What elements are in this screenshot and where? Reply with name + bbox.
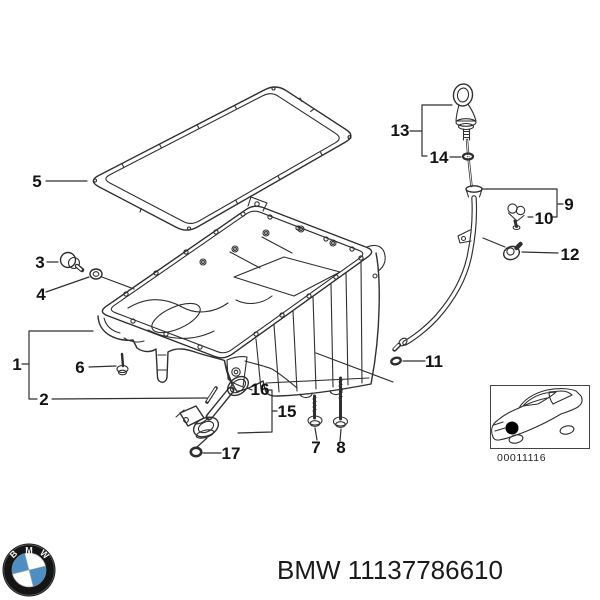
callout-14: 14 [430,148,449,167]
callout-8: 8 [336,438,345,457]
callout-6: 6 [75,358,84,377]
logo-letter-b: B [8,548,20,560]
callout-13: 13 [391,121,410,140]
bolt-7-part [307,394,323,427]
callout-labels: 1 2 3 4 5 6 7 8 9 10 11 12 13 14 15 16 1… [12,121,579,463]
logo-letter-m: M [25,546,33,556]
clip-part [507,203,526,231]
car-thumbnail-box: 00011116 [490,385,590,464]
callout-1: 1 [12,355,21,374]
callout-7: 7 [311,438,320,457]
callout-11: 11 [425,352,443,371]
part-number-text: BMW 11137786610 [277,555,503,585]
location-dot [505,421,519,435]
tube-bolt-part [502,241,523,261]
callout-3: 3 [35,253,44,272]
callout-12: 12 [561,245,580,264]
callout-10: 10 [535,209,554,228]
gasket-part [92,86,352,231]
callout-5: 5 [32,172,41,191]
bmw-logo: B M W [2,543,56,597]
dipstick-oring-part [461,152,475,161]
callout-17: 17 [222,444,241,463]
diagram-code: 00011116 [497,452,546,464]
screw-part [116,352,129,376]
callout-2: 2 [39,390,48,409]
oil-pan-part [97,196,386,399]
callout-4: 4 [36,285,46,304]
leader-lines [21,104,564,454]
seal-washer-part [89,268,103,280]
callout-9: 9 [564,195,573,214]
oil-pickup-part [175,386,235,439]
drain-plug-part [59,251,85,273]
callout-15: 15 [278,402,297,421]
tube-oring-part [390,356,402,366]
car-silhouette [491,388,583,444]
pickup-washer-part [189,446,203,458]
dipstick-part [452,83,477,188]
callout-16: 16 [251,380,270,399]
pickup-oring-part [226,375,250,397]
bolt-8-part [332,376,349,428]
guide-tube-part [392,185,483,352]
